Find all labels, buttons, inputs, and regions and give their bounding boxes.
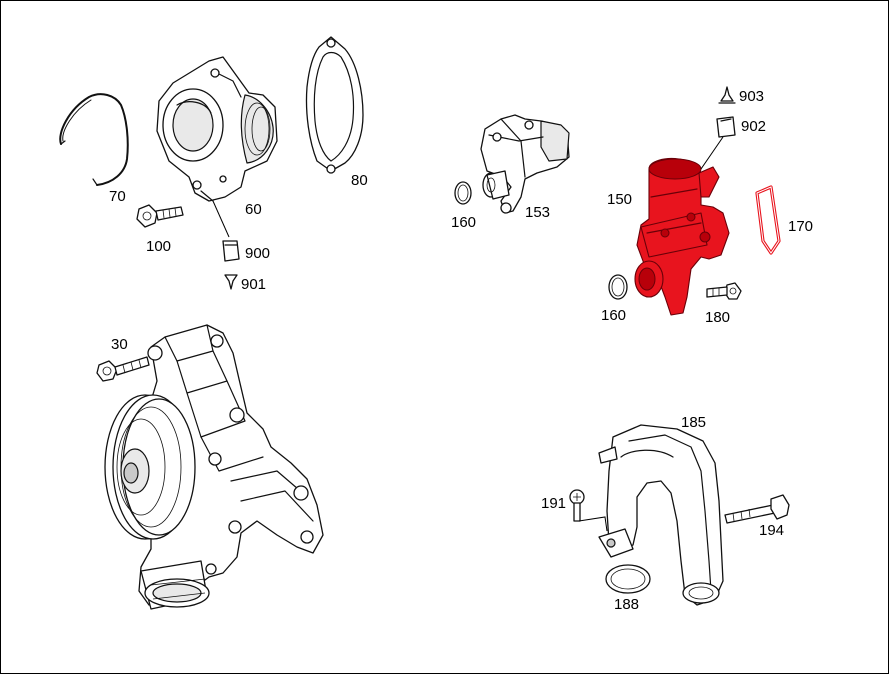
callout-160-lower: 160 xyxy=(601,307,627,324)
water-pump-assembly[interactable] xyxy=(104,324,324,610)
part-30-bolt[interactable] xyxy=(96,356,150,382)
part-180-bolt[interactable] xyxy=(706,282,742,300)
callout-30: 30 xyxy=(111,336,128,353)
part-160-o-ring-lower[interactable] xyxy=(608,274,628,300)
part-80-gasket[interactable] xyxy=(305,36,364,174)
callout-188: 188 xyxy=(614,596,640,613)
part-901-plug[interactable] xyxy=(224,274,238,290)
part-902-sensor[interactable] xyxy=(716,116,736,138)
callout-160-upper: 160 xyxy=(451,214,477,231)
callout-60: 60 xyxy=(245,201,262,218)
part-60-thermostat-housing[interactable] xyxy=(156,56,278,202)
callout-170: 170 xyxy=(788,218,814,235)
part-170-highlighted-clip[interactable] xyxy=(755,185,781,255)
part-188-seal-ring[interactable] xyxy=(605,564,651,594)
part-900-sensor[interactable] xyxy=(212,200,240,262)
callout-80: 80 xyxy=(351,172,368,189)
callout-180: 180 xyxy=(705,309,731,326)
callout-150: 150 xyxy=(607,191,633,208)
part-150-highlighted-pump[interactable] xyxy=(634,136,730,316)
callout-153: 153 xyxy=(525,204,551,221)
callout-194: 194 xyxy=(759,522,785,539)
callout-900: 900 xyxy=(245,245,271,262)
callout-100: 100 xyxy=(146,238,172,255)
part-194-bolt[interactable] xyxy=(724,494,790,524)
part-100-bolt[interactable] xyxy=(136,204,184,228)
callout-901: 901 xyxy=(241,276,267,293)
part-903-cap[interactable] xyxy=(718,86,736,104)
callout-185: 185 xyxy=(681,414,707,431)
callout-903: 903 xyxy=(739,88,765,105)
part-70-wire-clip[interactable] xyxy=(59,93,129,186)
callout-191: 191 xyxy=(541,495,567,512)
callout-70: 70 xyxy=(109,188,126,205)
part-160-o-ring-upper[interactable] xyxy=(454,181,472,205)
callout-902: 902 xyxy=(741,118,767,135)
part-191-bolt[interactable] xyxy=(569,489,608,532)
part-185-coolant-pipe[interactable] xyxy=(598,424,724,606)
part-153-pump-housing[interactable] xyxy=(480,114,570,214)
